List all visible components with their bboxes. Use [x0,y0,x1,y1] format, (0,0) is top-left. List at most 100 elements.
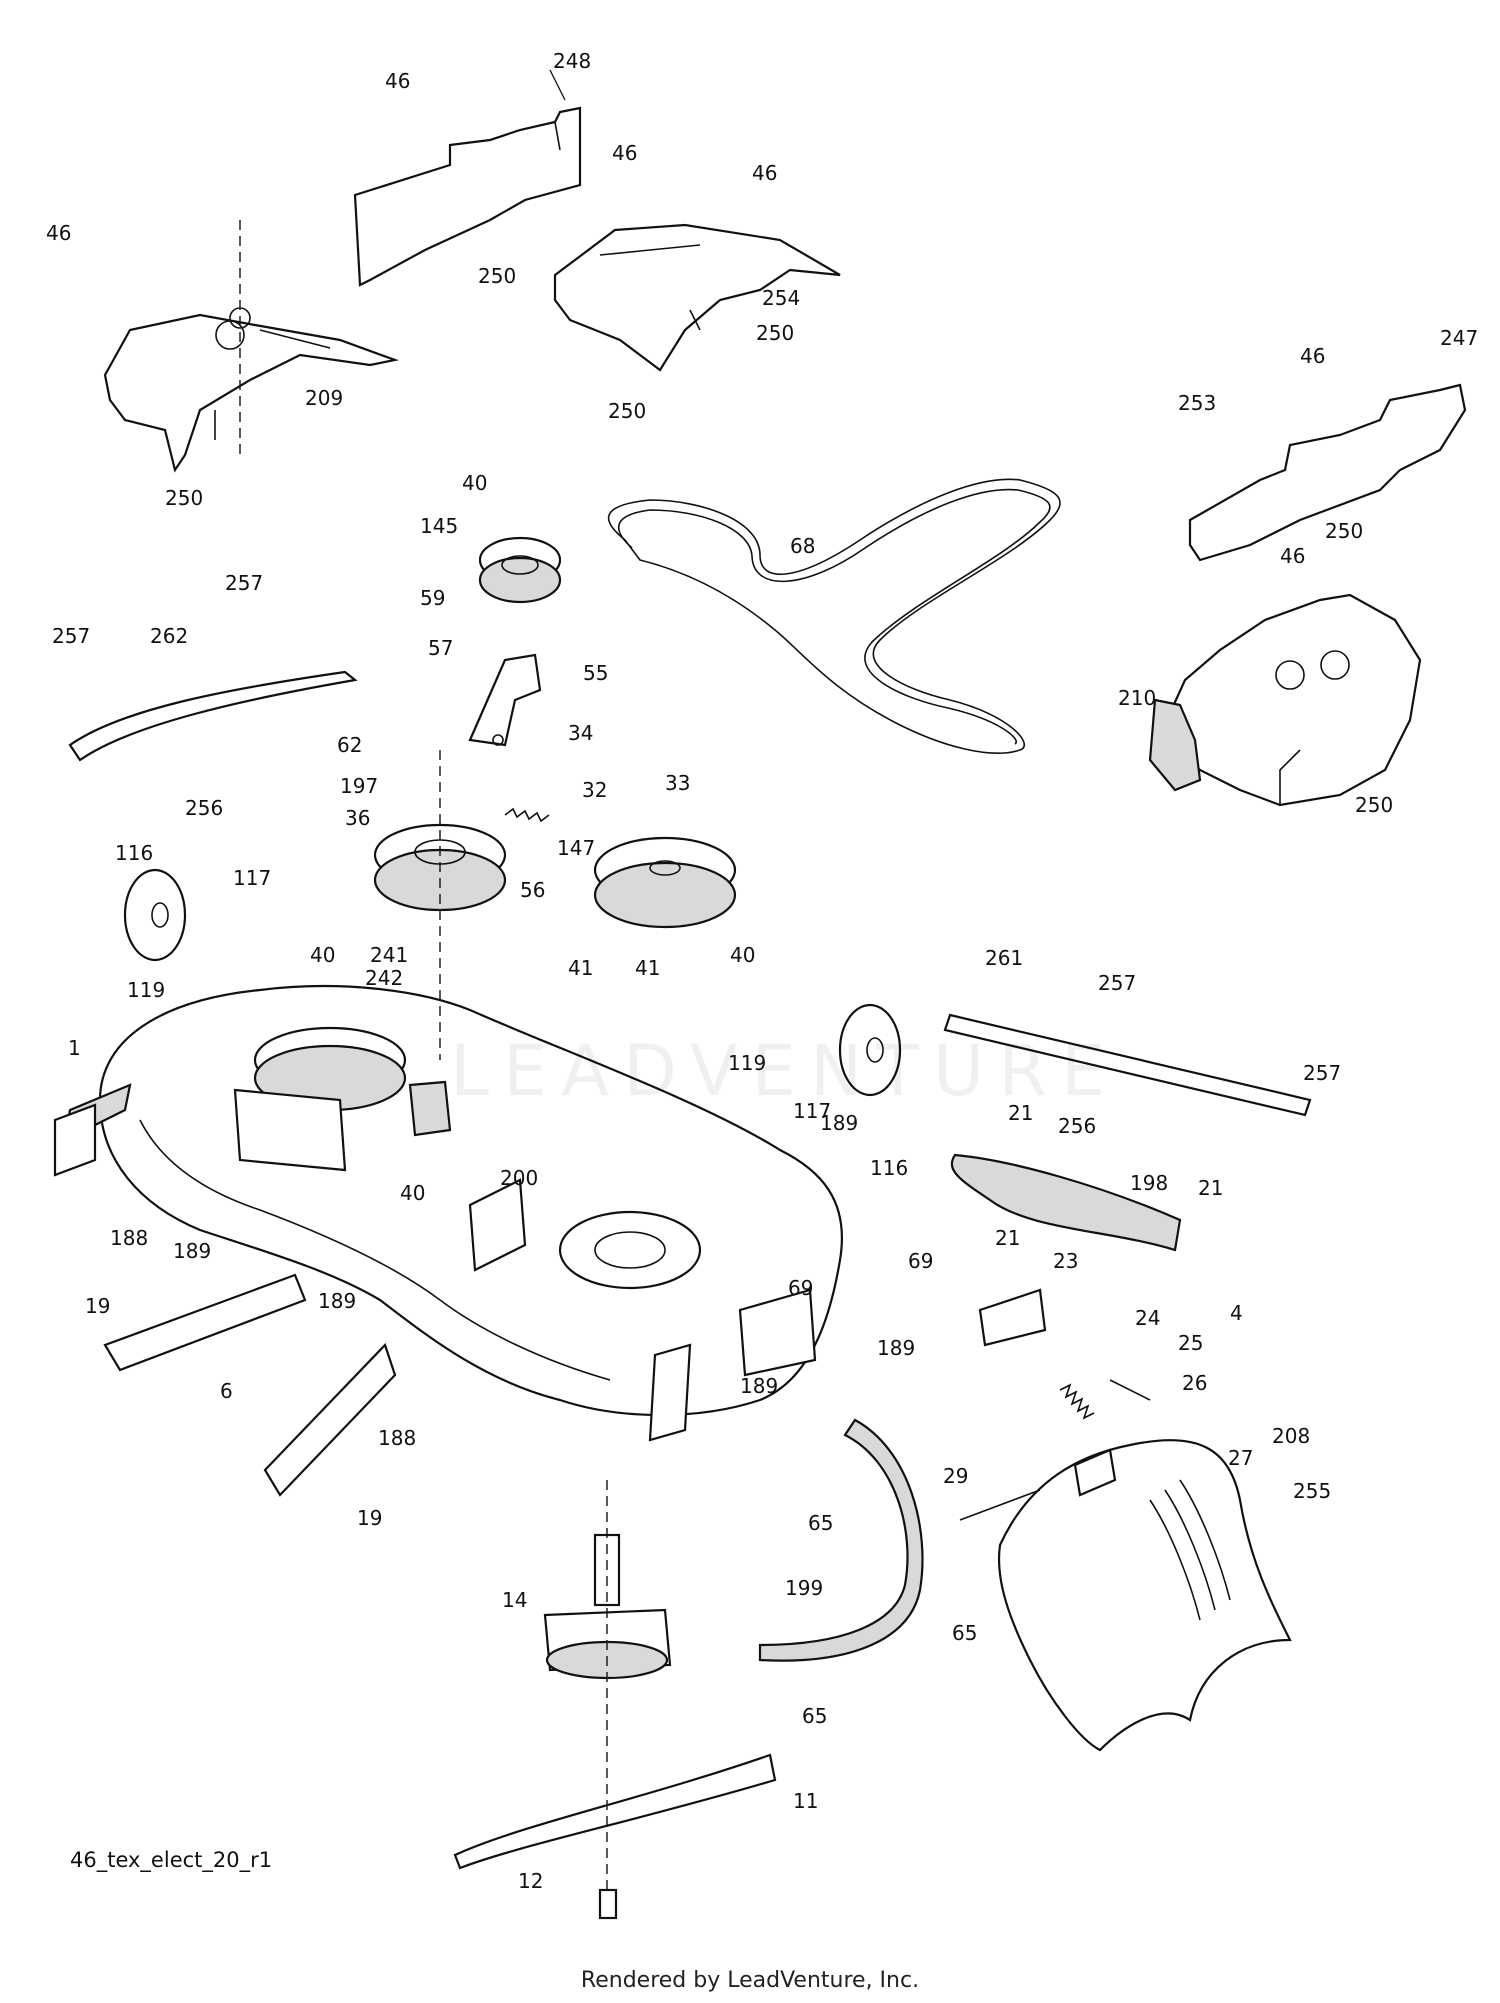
callout-250: 250 [608,399,646,423]
callout-200: 200 [500,1166,538,1190]
callout-40: 40 [730,943,755,967]
callout-257: 257 [52,624,90,648]
callout-6: 6 [220,1379,233,1403]
callout-250: 250 [756,321,794,345]
callout-46: 46 [1300,344,1325,368]
callout-23: 23 [1053,1249,1078,1273]
belt-shield-209 [103,307,400,473]
callout-119: 119 [127,978,165,1002]
callout-32: 32 [582,778,607,802]
watermark-text: LEADVENTURE [450,1030,1120,1112]
callout-188: 188 [110,1226,148,1250]
callout-46: 46 [385,69,410,93]
callout-27: 27 [1228,1446,1253,1470]
callout-33: 33 [665,771,690,795]
belt-shield-248 [353,106,582,287]
callout-247: 247 [1440,326,1478,350]
front-hanger-bracket-6b [263,1342,397,1497]
callout-256: 256 [1058,1114,1096,1138]
callout-4: 4 [1230,1301,1243,1325]
callout-189: 189 [173,1239,211,1263]
front-hanger-bracket-6a [103,1273,307,1372]
deflector-rod-199 [758,1418,924,1662]
callout-65: 65 [802,1704,827,1728]
callout-250: 250 [1355,793,1393,817]
mower-blade-11 [453,1753,777,1870]
callout-256: 256 [185,796,223,820]
spring-147 [504,807,550,823]
callout-116: 116 [115,841,153,865]
callout-189: 189 [877,1336,915,1360]
callout-34: 34 [568,721,593,745]
callout-46: 46 [612,141,637,165]
callout-26: 26 [1182,1371,1207,1395]
idler-bracket-55 [468,653,542,747]
callout-250: 250 [165,486,203,510]
callout-189: 189 [820,1111,858,1135]
footer-credit: Rendered by LeadVenture, Inc. [580,1968,920,1993]
callout-46: 46 [752,161,777,185]
belt-shield-247 [1188,383,1467,562]
callout-36: 36 [345,806,370,830]
callout-25: 25 [1178,1331,1203,1355]
callout-145: 145 [420,514,458,538]
callout-262: 262 [150,624,188,648]
callout-210: 210 [1118,686,1156,710]
gauge-wheel-117-right [838,1003,902,1097]
callout-241: 241 [370,943,408,967]
callout-198: 198 [1130,1171,1168,1195]
callout-255: 255 [1293,1479,1331,1503]
callout-41: 41 [635,956,660,980]
callout-69: 69 [788,1276,813,1300]
callout-117: 117 [793,1099,831,1123]
callout-250: 250 [1325,519,1363,543]
callout-117: 117 [233,866,271,890]
callout-24: 24 [1135,1306,1160,1330]
callout-65: 65 [808,1511,833,1535]
discharge-deflector-27 [997,1439,1292,1752]
deflector-rod-29 [959,1489,1041,1521]
callout-56: 56 [520,878,545,902]
callout-209: 209 [305,386,343,410]
blade-bolt-12 [598,1888,618,1920]
callout-46: 46 [46,221,71,245]
callout-1: 1 [68,1036,81,1060]
callout-199: 199 [785,1576,823,1600]
callout-29: 29 [943,1464,968,1488]
stabilizer-bar-262 [68,670,358,762]
callout-69: 69 [908,1249,933,1273]
callout-189: 189 [318,1289,356,1313]
gauge-wheel-117-left [123,868,187,962]
belt-shield-210 [1148,593,1422,807]
callout-208: 208 [1272,1424,1310,1448]
figure-id: 46_tex_elect_20_r1 [70,1848,273,1872]
deck-pulley-32 [593,836,737,929]
callout-116: 116 [870,1156,908,1180]
callout-65: 65 [952,1621,977,1645]
callout-12: 12 [518,1869,543,1893]
callout-253: 253 [1178,391,1216,415]
callout-40: 40 [310,943,335,967]
callout-labels: 248 46 46 46 46 46 46 250 250 250 250 25… [46,49,1478,1893]
callout-59: 59 [420,586,445,610]
hanger-bracket-23 [978,1288,1047,1347]
callout-147: 147 [557,836,595,860]
callout-55: 55 [583,661,608,685]
callout-21: 21 [995,1226,1020,1250]
callout-250: 250 [478,264,516,288]
callout-68: 68 [790,534,815,558]
spring-25 [1059,1379,1151,1420]
callout-14: 14 [502,1588,527,1612]
callout-197: 197 [340,774,378,798]
callout-189: 189 [740,1374,778,1398]
mower-deck-housing-1 [53,984,843,1442]
idler-pulley-145 [478,536,562,604]
drive-belt-68 [607,478,1061,754]
callout-21: 21 [1198,1176,1223,1200]
callout-40: 40 [462,471,487,495]
belt-shield-254 [553,223,841,372]
deck-bracket-198 [950,1153,1182,1252]
callout-19: 19 [85,1294,110,1318]
callout-257: 257 [1098,971,1136,995]
